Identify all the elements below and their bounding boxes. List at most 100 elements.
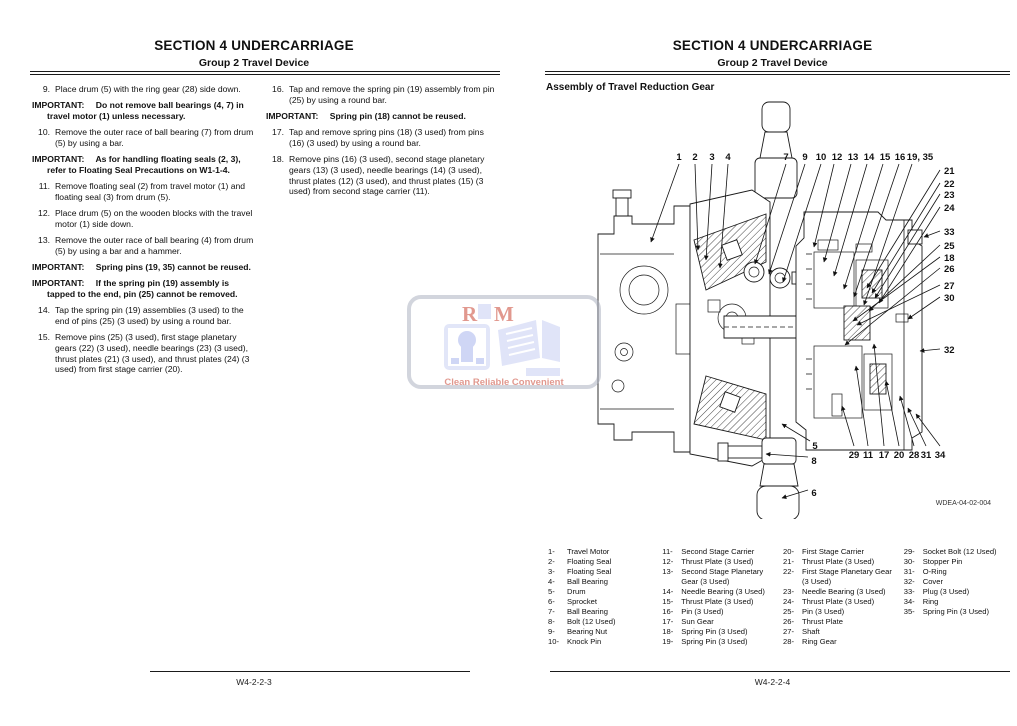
reduction-gear-housing — [795, 211, 923, 451]
part-number: 30- — [903, 557, 915, 567]
part-number: 24- — [783, 597, 794, 607]
footer-rule — [550, 671, 1010, 672]
part-name: Thrust Plate (3 Used) — [681, 557, 754, 567]
part-name: Thrust Plate (3 Used) — [802, 597, 875, 607]
item-text: Remove floating seal (2) from travel mot… — [55, 181, 246, 202]
part-row: 30- Stopper Pin — [904, 557, 1011, 567]
instruction-item: IMPORTANT: Spring pin (18) cannot be reu… — [266, 111, 498, 122]
part-number: 33- — [903, 587, 915, 597]
part-number: 12- — [662, 557, 674, 567]
part-name: Ring — [922, 597, 939, 607]
instruction-item: 16. Tap and remove the spring pin (19) a… — [266, 84, 498, 105]
part-number: 32- — [903, 577, 915, 587]
part-number: 29- — [903, 547, 915, 556]
part-row: 10- Knock Pin — [548, 637, 655, 647]
part-number: 31- — [903, 567, 915, 577]
instruction-item: 13. Remove the outer race of ball bearin… — [32, 235, 254, 256]
part-name: Floating Seal — [567, 557, 612, 567]
parts-column-1: 1- Travel Motor 2- Floating Seal 3- Floa… — [548, 547, 655, 647]
part-number: 18- — [662, 627, 674, 637]
instruction-item: 17. Tap and remove spring pins (18) (3 u… — [266, 127, 498, 148]
part-name: Spring Pin (3 Used) — [681, 627, 748, 637]
watermark-border — [407, 295, 601, 389]
part-row: 22- First Stage Planetary Gear (3 Used) — [783, 567, 897, 587]
part-name: Ball Bearing — [567, 607, 608, 617]
callout-label: 4 — [725, 152, 731, 163]
part-name: Bearing Nut — [567, 627, 608, 637]
instruction-item: 15. Remove pins (25) (3 used), first sta… — [32, 332, 254, 375]
header-rule — [545, 71, 1010, 75]
part-name: Sprocket — [567, 597, 597, 607]
travel-motor-body — [597, 189, 691, 453]
callout-label: 33 — [944, 227, 955, 238]
assembly-heading: Assembly of Travel Reduction Gear — [546, 82, 715, 93]
part-name: Socket Bolt (12 Used) — [922, 547, 997, 556]
callout-label: 30 — [944, 293, 955, 304]
item-lead: 17. — [272, 127, 284, 138]
item-text: Spring pin (18) cannot be reused. — [329, 110, 466, 121]
part-row: 31- O-Ring — [904, 567, 1011, 577]
callout-label: 20 — [894, 450, 905, 461]
part-row: 1- Travel Motor — [548, 547, 655, 557]
part-row: 12- Thrust Plate (3 Used) — [662, 557, 776, 567]
part-row: 9- Bearing Nut — [548, 627, 655, 637]
part-row: 18- Spring Pin (3 Used) — [662, 627, 776, 637]
part-number: 3- — [548, 567, 555, 577]
item-text: Remove pins (16) (3 used), second stage … — [289, 154, 485, 197]
part-number: 14- — [662, 587, 674, 597]
figure-code: WDEA-04-02-004 — [935, 500, 991, 507]
part-number: 19- — [662, 637, 674, 647]
part-row: 21- Thrust Plate (3 Used) — [783, 557, 897, 567]
item-text: Spring pins (19, 35) cannot be reused. — [95, 262, 251, 273]
part-number: 16- — [662, 607, 674, 617]
item-lead: 13. — [38, 235, 50, 246]
part-name: Shaft — [802, 627, 820, 637]
item-text: As for handling floating seals (2, 3), r… — [47, 154, 241, 175]
part-number: 1- — [548, 547, 555, 556]
part-name: Bolt (12 Used) — [567, 617, 616, 627]
part-name: Drum — [567, 587, 586, 597]
part-number: 26- — [783, 617, 794, 627]
part-name: O-Ring — [922, 567, 947, 577]
part-row: 11- Second Stage Carrier — [662, 547, 776, 557]
item-lead: 9. — [42, 84, 50, 94]
part-row: 2- Floating Seal — [548, 557, 655, 567]
callout-label: 11 — [863, 450, 874, 461]
watermark-accent-square — [478, 304, 491, 319]
callout-label: 27 — [944, 281, 955, 292]
instruction-item: 9. Place drum (5) with the ring gear (28… — [32, 84, 254, 95]
item-lead: 15. — [38, 332, 50, 343]
instruction-item: 14. Tap the spring pin (19) assemblies (… — [32, 305, 254, 326]
part-name: First Stage Planetary Gear (3 Used) — [802, 567, 892, 587]
part-number: 7- — [548, 607, 555, 617]
part-number: 2- — [548, 557, 555, 567]
item-text: Remove the outer race of ball bearing (4… — [55, 235, 254, 256]
part-name: Pin (3 Used) — [802, 607, 845, 617]
instruction-item: 10. Remove the outer race of ball bearin… — [32, 127, 254, 148]
part-row: 17- Sun Gear — [662, 617, 776, 627]
item-text: Remove pins (25) (3 used), first stage p… — [55, 332, 250, 375]
item-text: Do not remove ball bearings (4, 7) in tr… — [47, 100, 244, 121]
part-name: Cover — [922, 577, 943, 587]
part-row: 25- Pin (3 Used) — [783, 607, 897, 617]
parts-column-2: 11- Second Stage Carrier 12- Thrust Plat… — [662, 547, 776, 647]
watermark-tool-icon — [444, 324, 490, 370]
part-name: First Stage Carrier — [802, 547, 865, 556]
item-text: Remove the outer race of ball bearing (7… — [55, 127, 254, 148]
part-number: 4- — [548, 577, 555, 587]
callout-label: 31 — [921, 450, 932, 461]
item-lead: 12. — [38, 208, 50, 219]
instruction-item: 18. Remove pins (16) (3 used), second st… — [266, 154, 498, 197]
section-title: SECTION 4 UNDERCARRIAGE — [154, 38, 354, 53]
item-text: Tap and remove spring pins (18) (3 used)… — [289, 127, 484, 148]
callout-label: 29 — [849, 450, 860, 461]
item-lead: 11. — [38, 181, 50, 192]
steps-column-1: 9. Place drum (5) with the ring gear (28… — [32, 84, 254, 381]
part-number: 11- — [662, 547, 673, 556]
callout-label: 26 — [944, 264, 955, 275]
callout-label: 14 — [864, 152, 875, 163]
callout-label: 17 — [879, 450, 890, 461]
part-number: 21- — [783, 557, 794, 567]
part-number: 20- — [783, 547, 794, 556]
item-lead: IMPORTANT: — [32, 100, 85, 111]
